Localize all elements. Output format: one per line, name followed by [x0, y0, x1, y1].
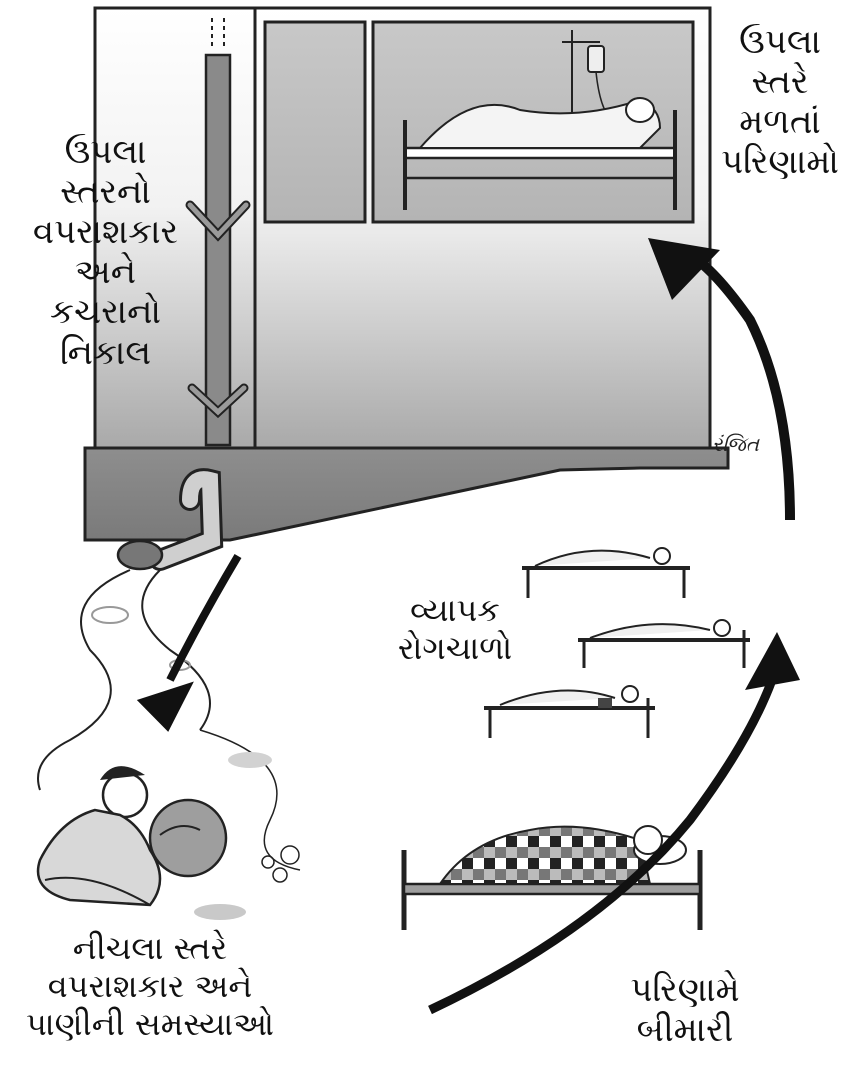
label-line: નિકાલ [59, 332, 152, 373]
label-line: વપરાશકાર [32, 212, 179, 253]
woman-with-pot [36, 766, 228, 907]
cot-3 [484, 685, 655, 738]
epidemic-patients [484, 547, 750, 738]
label-line: પરિણામો [721, 142, 839, 183]
label-line: નીચલા સ્તરે [72, 929, 228, 967]
building-base [83, 446, 730, 542]
arrow-illness-to-epidemic [428, 678, 777, 1015]
label-line: વપરાશકાર અને [47, 966, 253, 1005]
label-line: અને [74, 252, 137, 293]
label-line: સ્તરનો [60, 172, 151, 213]
label-epidemic: વ્યાપક રોગચાળો [380, 591, 530, 668]
label-illness: પરિણામે બીમારી [600, 970, 770, 1050]
label-line: રોગચાળો [397, 628, 513, 667]
cot-1 [522, 547, 690, 598]
outlet-pipe [116, 468, 224, 571]
artist-signature: રંજિત [712, 432, 760, 456]
water-pot-icon [148, 798, 228, 878]
label-line: બીમારી [636, 1010, 734, 1051]
label-line: મળતાં [739, 102, 821, 143]
label-line: પાણીની સમસ્યાઓ [26, 1004, 274, 1043]
flow-arrows [136, 238, 800, 1015]
label-line: પરિણામે [630, 970, 740, 1010]
label-line: વ્યાપક [410, 591, 500, 629]
hospital-bed-patient [403, 30, 677, 210]
illness-patient-bed [401, 825, 703, 930]
label-line: કચરાનો [50, 292, 161, 333]
label-line: ઉપલા [64, 132, 147, 172]
drain-pipe [185, 18, 251, 447]
iv-bag-icon [587, 45, 605, 73]
room-left [263, 20, 367, 224]
arrow-down-to-lower-level [166, 553, 242, 682]
arrow-epidemic-to-upper-results [687, 250, 795, 521]
cot-2 [578, 619, 750, 668]
waste-water-flow [37, 569, 301, 920]
label-line: સ્તરે [751, 62, 809, 103]
label-line: ઉપલા [739, 22, 821, 62]
label-upper-level-use: ઉપલા સ્તરનો વપરાશકાર અને કચરાનો નિકાલ [18, 132, 193, 373]
label-upper-level-result: ઉપલા સ્તરે મળતાં પરિણામો [700, 22, 860, 182]
label-lower-level-use: નીચલા સ્તરે વપરાશકાર અને પાણીની સમસ્યાઓ [0, 929, 300, 1043]
